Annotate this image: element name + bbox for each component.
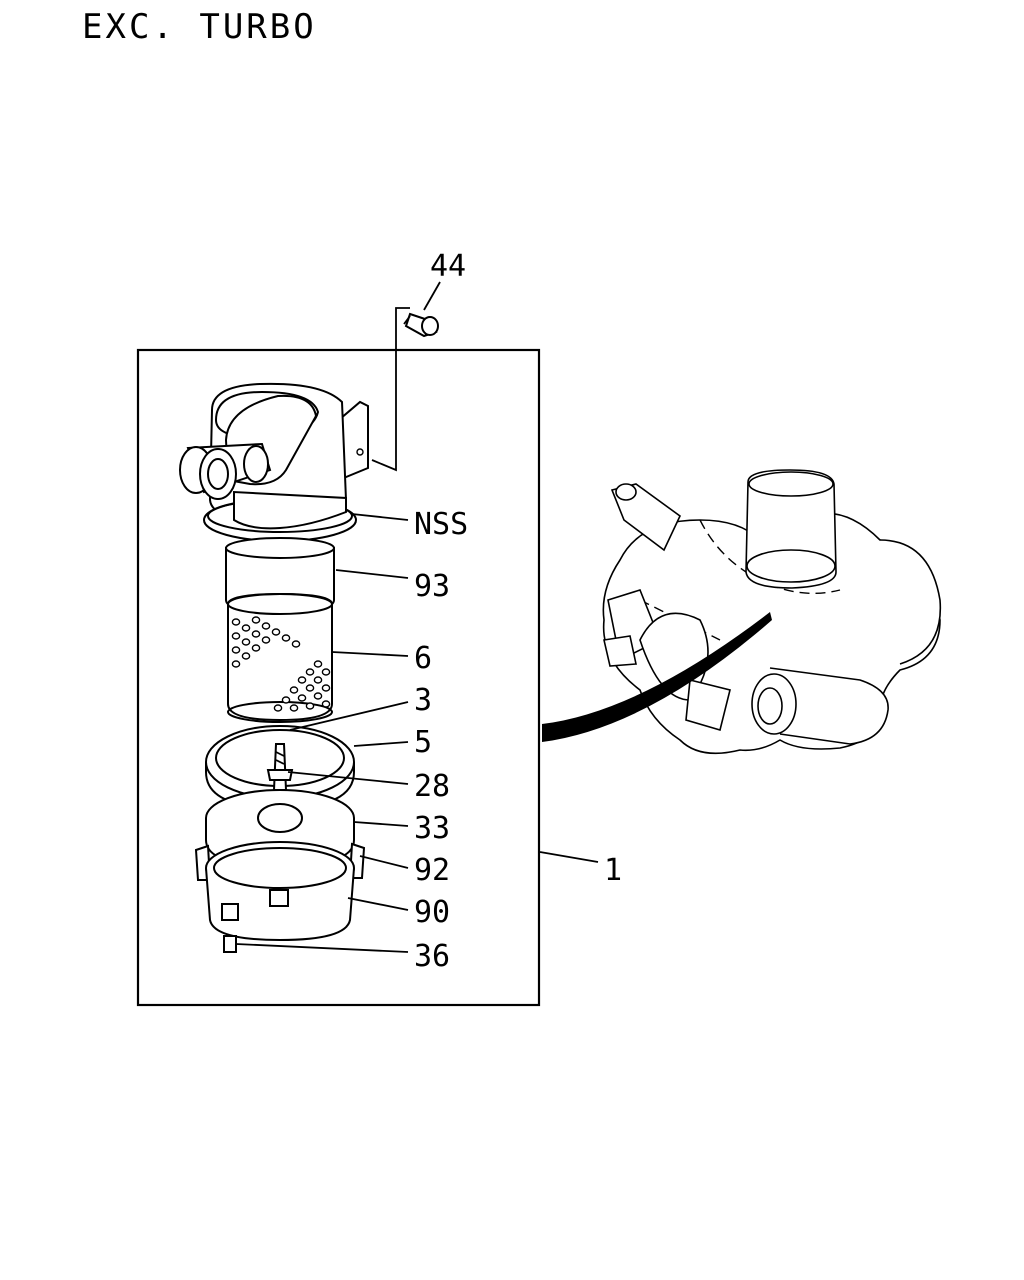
callout-92: 92 xyxy=(414,853,450,888)
perforation-hole xyxy=(251,616,261,624)
perforation-hole xyxy=(313,692,323,700)
callout-3: 3 xyxy=(414,683,432,718)
perforation-hole xyxy=(231,632,241,640)
perforation-hole xyxy=(281,696,291,704)
perforation-hole xyxy=(281,634,291,642)
callout-leaders xyxy=(235,513,599,953)
filter-element-6 xyxy=(227,592,333,723)
perforation-hole xyxy=(291,640,301,648)
perforation-hole xyxy=(241,624,251,632)
perforation-hole xyxy=(321,700,331,708)
perforation-hole xyxy=(289,704,299,712)
perforation-hole xyxy=(261,622,271,630)
leader-44-bracket xyxy=(371,307,410,472)
callout-5: 5 xyxy=(414,725,432,760)
perforation-hole xyxy=(261,636,271,644)
perforation-hole xyxy=(305,668,315,676)
callout-33: 33 xyxy=(414,811,450,846)
perforation-hole xyxy=(305,702,315,710)
callout-1: 1 xyxy=(604,853,622,888)
perforation-hole xyxy=(231,660,241,668)
callout-6: 6 xyxy=(414,641,432,676)
perforation-hole xyxy=(305,684,315,692)
callout-93: 93 xyxy=(414,569,450,604)
dust-cup-90 xyxy=(205,841,355,942)
perforation-hole xyxy=(297,676,307,684)
perforation-hole xyxy=(313,676,323,684)
perforation-hole xyxy=(321,668,331,676)
air-cleaner-cover xyxy=(179,382,369,524)
perforation-hole xyxy=(271,628,281,636)
perforation-hole xyxy=(251,630,261,638)
perforation-hole xyxy=(251,644,261,652)
diagram-title: EXC. TURBO xyxy=(82,7,317,47)
perforation-hole xyxy=(313,660,323,668)
callout-nss: NSS xyxy=(414,507,468,542)
callout-28: 28 xyxy=(414,769,450,804)
perforation-hole xyxy=(241,638,251,646)
perforation-hole xyxy=(273,704,283,712)
perforation-hole xyxy=(231,618,241,626)
context-pointer-wedge xyxy=(542,612,772,742)
cover-gasket-ring xyxy=(203,490,357,542)
perforation-hole xyxy=(231,646,241,654)
perforation-hole xyxy=(241,652,251,660)
assembly-frame xyxy=(136,348,541,1007)
wing-nut-28 xyxy=(266,743,294,791)
perforation-hole xyxy=(289,686,299,694)
filter-perforations xyxy=(231,616,331,712)
label-plate-36 xyxy=(223,935,237,953)
engine-context-illustration xyxy=(602,469,942,755)
bolt-part-44 xyxy=(403,312,439,338)
perforation-hole xyxy=(297,694,307,702)
perforation-hole xyxy=(321,684,331,692)
callout-44: 44 xyxy=(430,249,466,284)
callout-36: 36 xyxy=(414,939,450,974)
callout-90: 90 xyxy=(414,895,450,930)
leader-44 xyxy=(423,281,441,311)
